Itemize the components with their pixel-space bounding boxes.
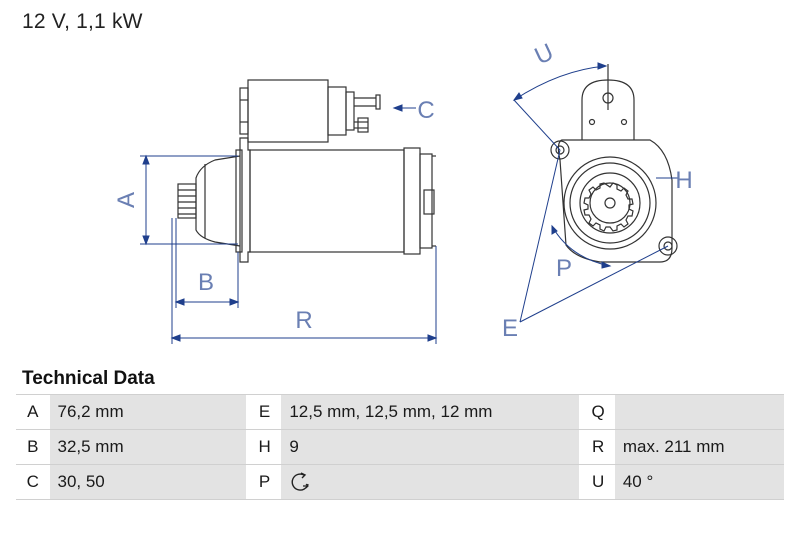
- table-row: A 76,2 mm E 12,5 mm, 12,5 mm, 12 mm Q: [16, 394, 784, 430]
- spec-value: 76,2 mm: [49, 394, 246, 430]
- clockwise-rotation-icon: [291, 472, 310, 491]
- spec-key: C: [16, 464, 50, 500]
- spec-key: R: [581, 429, 615, 465]
- spec-key: Q: [581, 394, 615, 430]
- label-b: B: [198, 269, 214, 296]
- front-view: [550, 64, 678, 263]
- spec-value: 30, 50: [49, 464, 246, 500]
- spec-value: [614, 394, 784, 430]
- spec-value: [281, 464, 580, 500]
- spec-key: B: [16, 429, 50, 465]
- spec-value: 40 °: [614, 464, 784, 500]
- technical-drawing: A B R C: [113, 40, 693, 344]
- spec-value: 12,5 mm, 12,5 mm, 12 mm: [281, 394, 580, 430]
- spec-key: H: [247, 429, 282, 465]
- spec-key: U: [581, 464, 615, 500]
- label-e: E: [502, 315, 518, 342]
- spec-value: 32,5 mm: [49, 429, 246, 465]
- front-view-labels: U H P E: [502, 40, 693, 342]
- product-title: 12 V, 1,1 kW: [22, 10, 143, 33]
- label-p: P: [556, 255, 572, 282]
- label-h: H: [675, 167, 692, 194]
- technical-data-table: A 76,2 mm E 12,5 mm, 12,5 mm, 12 mm Q B …: [16, 394, 784, 500]
- label-a: A: [113, 192, 140, 208]
- spec-key: P: [247, 464, 282, 500]
- spec-value: 9: [281, 429, 580, 465]
- spec-key: E: [247, 394, 282, 430]
- spec-key: A: [16, 394, 50, 430]
- table-row: B 32,5 mm H 9 R max. 211 mm: [16, 429, 784, 465]
- technical-data-heading: Technical Data: [22, 368, 155, 389]
- front-view-dimensions: [512, 62, 678, 323]
- side-view: [177, 79, 436, 263]
- side-view-dimensions: [140, 104, 438, 344]
- table-row: C 30, 50 P U 40 °: [16, 464, 784, 500]
- label-r: R: [295, 307, 312, 334]
- spec-value: max. 211 mm: [614, 429, 784, 465]
- label-c: C: [417, 97, 434, 124]
- label-u: U: [531, 40, 558, 70]
- side-view-labels: A B R C: [113, 97, 435, 334]
